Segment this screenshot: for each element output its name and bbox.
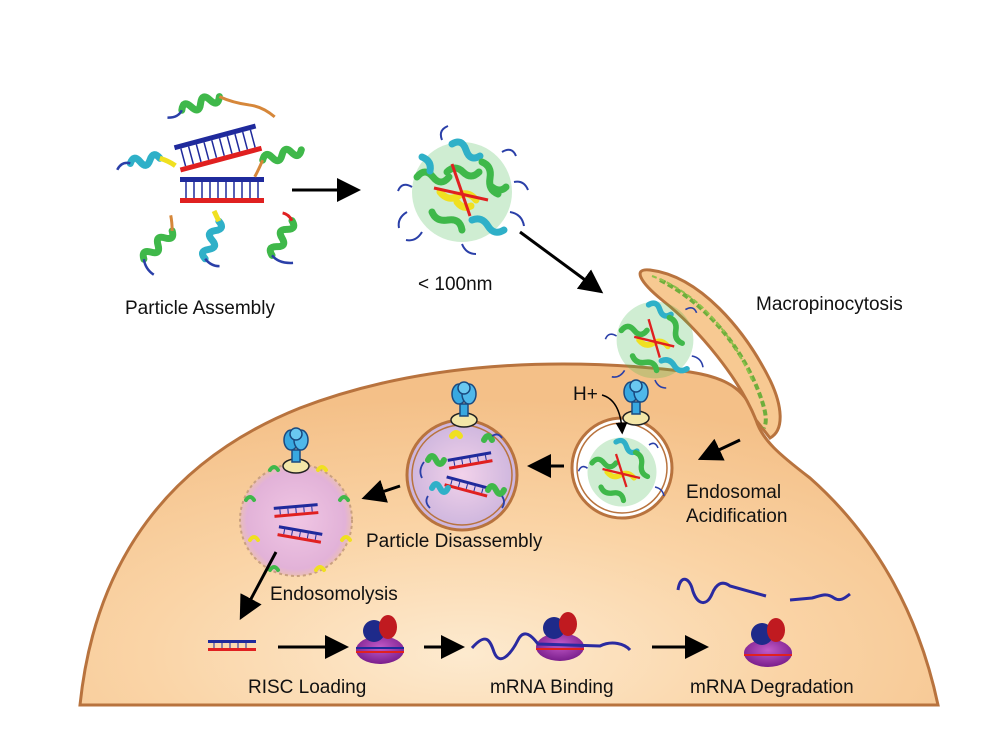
process-arrows [239,178,741,659]
label-proton: H+ [573,384,598,405]
peptide-3 [253,145,305,178]
peptide-1 [167,93,276,119]
nanoparticle-macropinocytosis [604,300,704,389]
mrna-bound [470,632,632,661]
peptide-4 [139,215,177,276]
arrow-disassembly-to-lysis [361,479,401,503]
nanoparticle-assembled [397,125,529,255]
label-risc-loading: RISC Loading [248,677,366,698]
label-macropinocytosis: Macropinocytosis [756,294,903,315]
risc-complex-binding [536,612,584,661]
sirna-duplex-2 [180,177,264,203]
label-acidification: Acidification [686,506,787,527]
label-endosomolysis: Endosomolysis [270,584,398,605]
mrna-fragment-2 [789,592,851,602]
membrane-protrusion [638,268,782,440]
sirna-duplex-1 [173,123,263,173]
arrow-particle-to-membrane [519,230,604,294]
label-particle-disassembly: Particle Disassembly [366,531,543,552]
arrow-membrane-to-endosome [697,438,741,461]
peptide-5 [199,209,225,268]
proton-pump-3 [282,427,310,474]
peptide-6 [266,211,298,265]
label-endosomal: Endosomal [686,482,781,503]
mrna-fragment-1 [676,577,767,604]
peptide-2 [116,151,177,171]
proton-pump-1 [622,379,650,426]
label-particle-assembly: Particle Assembly [125,298,275,319]
free-sirna [208,640,256,651]
proton-flow-arrow [601,394,628,435]
label-mrna-binding: mRNA Binding [490,677,614,698]
arrow-lysis-to-sirna [239,551,278,620]
endosome-disassembly [405,418,519,532]
endosome-lysis [239,463,353,577]
risc-complex-loading [356,615,404,664]
proton-pump-2 [450,381,478,428]
label-mrna-degradation: mRNA Degradation [690,677,854,698]
endosome-acidification [570,416,674,520]
label-particle-size: < 100nm [418,274,492,295]
risc-complex-degradation [744,618,792,667]
actin-fibers [659,278,768,429]
